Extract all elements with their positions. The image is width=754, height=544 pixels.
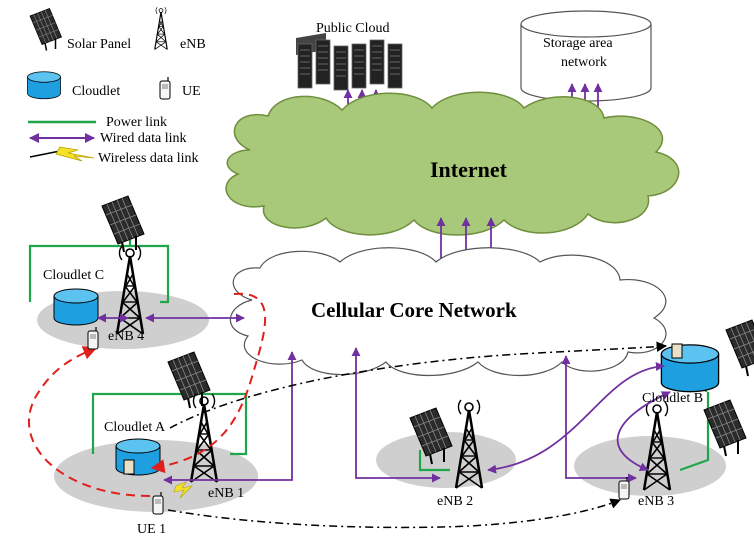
wireless-bolt-icon [173, 481, 193, 499]
ue-legend-icon [159, 76, 171, 100]
internet-cloud [225, 91, 680, 236]
enb3-label: eNB 3 [638, 494, 674, 509]
legend-solar-panel: Solar Panel [67, 37, 131, 52]
dashdot-path-bottom [167, 498, 621, 529]
public-cloud-label: Public Cloud [316, 21, 390, 36]
solar-panel-c-icon [101, 195, 145, 253]
storage-area-label-2: network [561, 55, 607, 70]
solar-panel-legend-icon [29, 7, 63, 52]
ue1-label: UE 1 [137, 522, 166, 537]
enb1-label: eNB 1 [208, 486, 244, 501]
cellular-core-cloud [229, 247, 667, 377]
legend-wired-link: Wired data link [100, 131, 187, 146]
legend-wireless-link: Wireless data link [98, 151, 199, 166]
storage-cylinder-icon [520, 10, 652, 102]
cloudlet-a-icon [115, 438, 161, 476]
server-rack-icon [296, 33, 403, 91]
cloudlet-c-label: Cloudlet C [43, 268, 104, 283]
red-migration-path [150, 292, 266, 474]
legend-cloudlet: Cloudlet [72, 84, 120, 99]
vm-box-b [671, 343, 683, 359]
legend-power-link: Power link [106, 115, 167, 130]
storage-area-label-1: Storage area [543, 36, 613, 51]
enb2-label: eNB 2 [437, 494, 473, 509]
cell-enb3 [574, 436, 726, 496]
enb4-label: eNB 4 [108, 329, 144, 344]
cloudlet-b-label: Cloudlet B [642, 391, 703, 406]
core-network-label: Cellular Core Network [311, 298, 517, 322]
red-path-loop [28, 346, 151, 497]
internet-label: Internet [430, 157, 508, 182]
dashdot-path-top [169, 341, 668, 429]
cloudlet-a-label: Cloudlet A [104, 420, 166, 435]
solar-panel-b-icon [725, 319, 754, 377]
vm-box-a [123, 459, 135, 475]
enb-legend-icon [154, 6, 168, 51]
cloudlet-c-icon [53, 288, 99, 326]
legend-ue: UE [182, 84, 201, 99]
solar-panel-3-icon [703, 399, 747, 457]
cloudlet-b-icon [660, 344, 720, 393]
legend-enb: eNB [180, 37, 206, 52]
lightning-legend-icon [29, 146, 95, 162]
wired-links [97, 313, 671, 485]
legend: Solar Panel eNB Cloudlet UE Power link W… [27, 6, 206, 166]
solar-panel-a-icon [167, 351, 211, 409]
cloudlet-legend-icon [27, 71, 61, 100]
